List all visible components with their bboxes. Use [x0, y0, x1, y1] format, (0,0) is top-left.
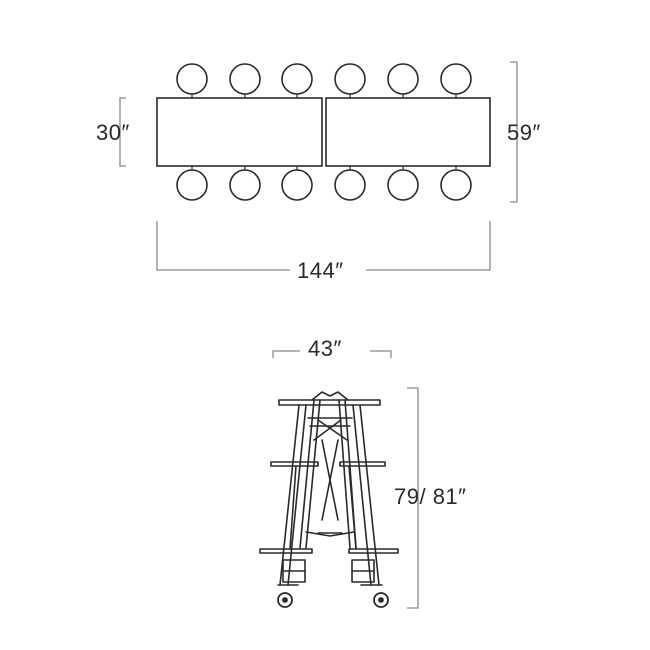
dimension-overall-length: 144″	[297, 258, 344, 283]
stool-top-6	[440, 63, 472, 95]
stool-top-2	[229, 63, 261, 95]
stool-bottom-5	[387, 169, 419, 201]
casters	[277, 592, 389, 608]
stool-top-4	[334, 63, 366, 95]
stool-bottom-1	[176, 169, 208, 201]
dimension-table-depth: 30″	[96, 120, 130, 145]
folded-table-side-view	[259, 391, 399, 586]
dim-43-line-left	[272, 350, 300, 358]
folded-view-dimension-lines	[272, 350, 419, 609]
dimension-folded-width: 43″	[308, 336, 342, 361]
dim-79-bracket	[407, 387, 419, 609]
table-top-right	[325, 97, 491, 167]
dim-59-bracket	[510, 61, 518, 203]
top-view	[156, 63, 491, 201]
stool-bottom-3	[281, 169, 313, 201]
dimension-overall-depth: 59″	[507, 120, 541, 145]
stool-top-5	[387, 63, 419, 95]
dim-144-line-right	[366, 221, 491, 271]
dim-43-line-right	[370, 350, 392, 358]
table-top-left	[156, 97, 323, 167]
dim-30-bracket	[119, 97, 126, 167]
stool-bottom-2	[229, 169, 261, 201]
top-view-dimension-lines	[119, 61, 518, 271]
stool-top-1	[176, 63, 208, 95]
stool-top-3	[281, 63, 313, 95]
stool-bottom-6	[440, 169, 472, 201]
dim-144-line-left	[156, 221, 290, 271]
stool-bottom-4	[334, 169, 366, 201]
dimension-folded-height: 79/ 81″	[394, 484, 467, 509]
